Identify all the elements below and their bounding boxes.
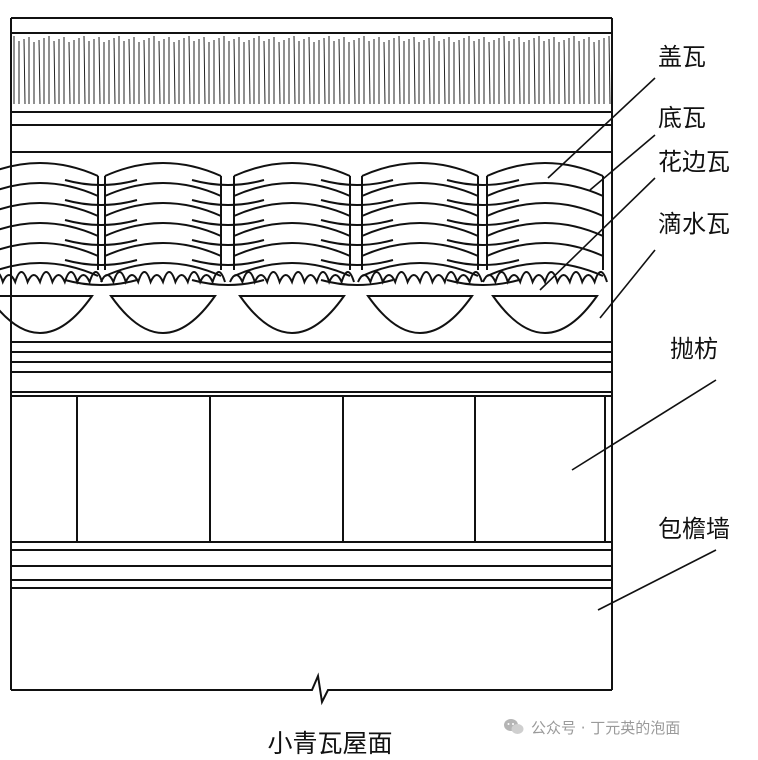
watermark-text: 公众号 · 丁元英的泡面 — [531, 718, 681, 737]
label-paofang: 抛枋 — [670, 335, 718, 363]
leader-baoyanqiang — [597, 549, 717, 611]
leader-paofang — [571, 379, 717, 471]
tile-rows — [0, 151, 612, 343]
leader-diwa — [589, 134, 656, 191]
label-dishuiwa: 滴水瓦 — [658, 210, 730, 238]
leader-dishuiwa — [599, 249, 656, 319]
leader-gaiwa — [547, 77, 656, 179]
watermark: 公众号 · 丁元英的泡面 — [503, 716, 680, 738]
roof-ridge-hatching — [13, 35, 611, 105]
leader-huabianwa — [539, 177, 656, 291]
figure-caption: 小青瓦屋面 — [267, 729, 393, 758]
label-huabianwa: 花边瓦 — [658, 148, 730, 176]
label-baoyanqiang: 包檐墙 — [658, 515, 730, 543]
break-line — [11, 672, 612, 706]
label-diwa: 底瓦 — [658, 104, 706, 132]
wechat-logo-icon — [504, 719, 524, 734]
label-gaiwa: 盖瓦 — [658, 43, 706, 71]
